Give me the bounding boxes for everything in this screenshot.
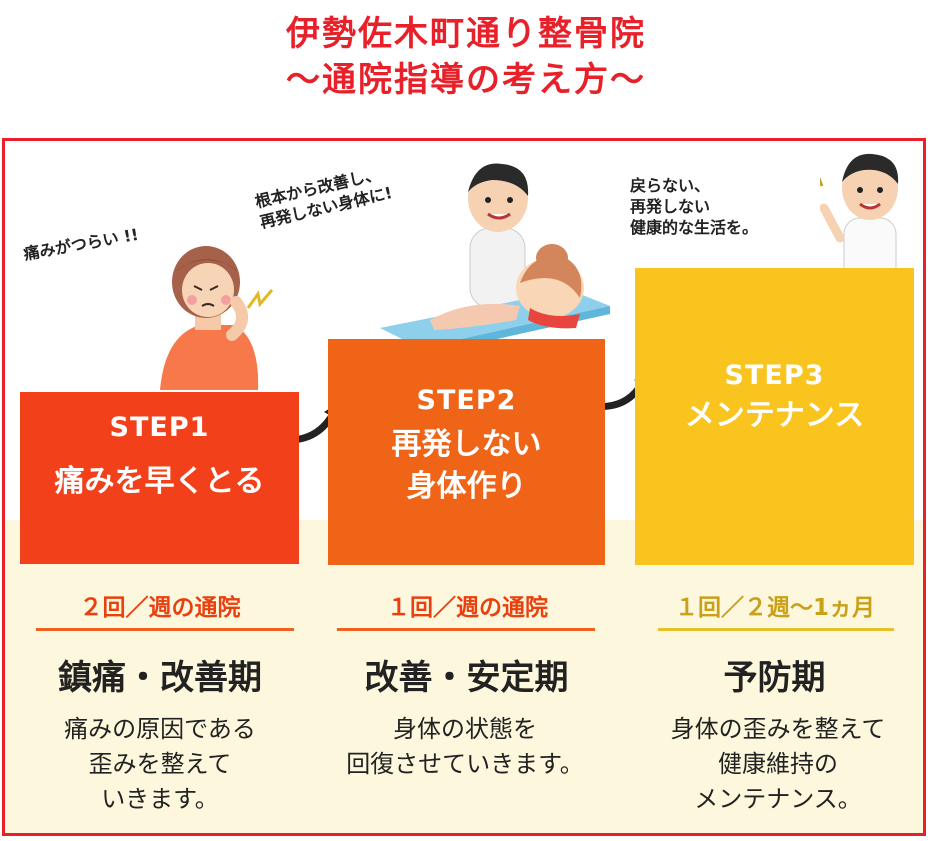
clinic-name-title: 伊勢佐木町通り整骨院 <box>286 14 646 54</box>
step3-block: STEP3 メンテナンス <box>635 268 914 565</box>
step3-frequency: １回／２週～1ヵ月 <box>674 595 875 621</box>
content-frame <box>2 138 926 836</box>
step2-name: 再発しない 身体作り <box>391 427 542 504</box>
step2-block: STEP2 再発しない 身体作り <box>328 339 605 565</box>
therapist-patient-illustration <box>380 163 610 356</box>
step2-description: 身体の状態を 回復させていきます。 <box>346 715 584 778</box>
step2-frequency: １回／週の通院 <box>387 595 548 621</box>
step1-period: 鎮痛・改善期 <box>58 658 262 698</box>
step1-label: STEP1 <box>109 412 210 443</box>
step1-description: 痛みの原因である 歪みを整えて いきます。 <box>64 715 256 813</box>
subtitle: ～通院指導の考え方～ <box>286 60 646 100</box>
step3-label: STEP3 <box>724 360 825 391</box>
woman-pain-illustration <box>160 246 274 390</box>
divider <box>658 628 894 631</box>
step1-block: STEP1 痛みを早くとる <box>20 392 299 564</box>
divider <box>337 628 595 631</box>
step3-description: 身体の歪みを整えて 健康維持の メンテナンス。 <box>670 715 886 813</box>
step3-speech: 戻らない、 再発しない 健康的な生活を。 <box>630 176 759 237</box>
step3-name: メンテナンス <box>684 398 865 433</box>
step2-period: 改善・安定期 <box>364 658 569 698</box>
step1-frequency: ２回／週の通院 <box>79 595 241 621</box>
step2-label: STEP2 <box>416 385 517 416</box>
lower-background <box>5 520 923 833</box>
divider <box>36 628 294 631</box>
step3-period: 予防期 <box>723 658 826 698</box>
step1-name: 痛みを早くとる <box>54 464 265 499</box>
